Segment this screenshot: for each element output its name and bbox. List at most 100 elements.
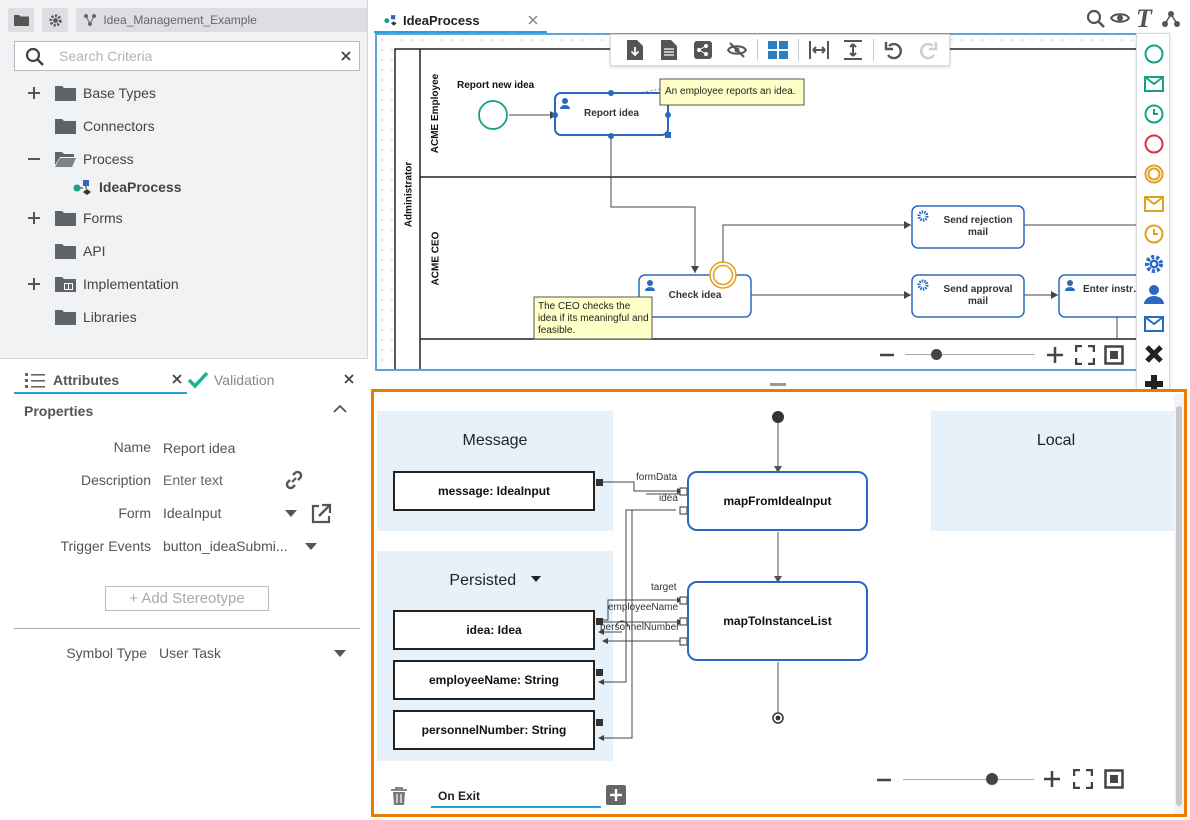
func-map-from-idea-input[interactable]: mapFromIdeaInput (687, 471, 868, 531)
palette-timer-intermediate[interactable] (1141, 221, 1167, 247)
tree-item-base-types[interactable]: Base Types (27, 81, 156, 105)
settings-button[interactable] (42, 8, 68, 32)
actual-size-icon[interactable] (1104, 769, 1124, 789)
palette-user-task[interactable] (1141, 281, 1167, 307)
add-tab-icon[interactable] (606, 785, 626, 805)
close-attributes-icon[interactable] (172, 374, 182, 384)
palette-intermediate-event[interactable] (1141, 161, 1167, 187)
fit-width-button[interactable] (803, 36, 835, 64)
zoom-slider-handle[interactable] (931, 349, 942, 360)
tree-item-api[interactable]: API (27, 239, 106, 263)
tree-item-forms[interactable]: Forms (27, 206, 123, 230)
palette-message-start[interactable] (1141, 71, 1167, 97)
breadcrumb[interactable]: Idea_Management_Example (76, 8, 367, 32)
task-check-idea[interactable]: Check idea (668, 290, 722, 301)
task-send-rejection[interactable]: Send rejection mail (943, 215, 1013, 238)
fit-screen-icon[interactable] (1075, 345, 1095, 365)
task-report-idea[interactable]: Report idea (583, 108, 639, 119)
export-button[interactable] (619, 36, 651, 64)
tree-item-ideaprocess[interactable]: IdeaProcess (73, 175, 182, 199)
share-nodes-icon[interactable] (1162, 10, 1180, 28)
symbol-type-label: Symbol Type (66, 645, 147, 661)
palette-service-task[interactable] (1141, 251, 1167, 277)
expand-icon[interactable] (27, 86, 41, 100)
note-employee[interactable]: An employee reports an idea. (665, 86, 796, 97)
splitter-handle[interactable] (770, 383, 786, 386)
share-button[interactable] (687, 36, 719, 64)
link-icon[interactable] (283, 469, 305, 491)
symbol-type-select[interactable]: User Task (159, 645, 221, 661)
zoom-out-icon[interactable] (876, 772, 892, 788)
redo-button[interactable] (912, 36, 944, 64)
text-format-icon[interactable]: T (1136, 4, 1152, 33)
var-message[interactable]: message: IdeaInput (393, 471, 595, 511)
tab-validation[interactable]: Validation (188, 367, 274, 393)
var-personnel-number[interactable]: personnelNumber: String (393, 710, 595, 750)
vertical-scrollbar[interactable] (1174, 394, 1184, 814)
actual-size-icon[interactable] (1104, 345, 1124, 365)
zoom-in-icon[interactable] (1046, 346, 1064, 364)
expand-icon[interactable] (27, 277, 41, 291)
chevron-down-icon[interactable] (285, 510, 297, 518)
search-input[interactable] (59, 47, 329, 65)
task-send-approval[interactable]: Send approval mail (943, 284, 1013, 307)
label-target: target (651, 582, 677, 593)
palette-timer-start[interactable] (1141, 101, 1167, 127)
fit-height-button[interactable] (837, 36, 869, 64)
document-button[interactable] (653, 36, 685, 64)
zoom-in-icon[interactable] (1043, 770, 1061, 788)
search-icon[interactable] (1086, 9, 1106, 29)
trigger-events-select[interactable]: button_ideaSubmi... (163, 538, 288, 554)
x-icon (1145, 345, 1163, 363)
chevron-down-icon[interactable] (305, 543, 317, 551)
description-field[interactable]: Enter text (163, 472, 223, 488)
collapse-icon[interactable] (27, 152, 41, 166)
divider (14, 628, 360, 629)
palette-end-event[interactable] (1141, 131, 1167, 157)
zoom-slider[interactable] (905, 354, 1035, 355)
scrollbar-thumb[interactable] (1176, 406, 1182, 806)
eye-icon[interactable] (1110, 11, 1130, 25)
folder-button[interactable] (8, 8, 34, 32)
zoom-out-icon[interactable] (879, 347, 895, 363)
clear-search-icon[interactable] (341, 51, 351, 61)
tree-item-connectors[interactable]: Connectors (27, 114, 155, 138)
tree-item-label: Process (83, 151, 134, 167)
fit-screen-icon[interactable] (1073, 769, 1093, 789)
var-idea[interactable]: idea: Idea (393, 610, 595, 650)
tab-on-exit[interactable]: On Exit (438, 789, 481, 803)
user-icon (1144, 285, 1164, 304)
palette-send-task[interactable] (1141, 311, 1167, 337)
close-tab-icon[interactable] (528, 15, 538, 25)
close-validation-icon[interactable] (344, 374, 354, 384)
tree-item-libraries[interactable]: Libraries (27, 305, 137, 329)
palette-message-intermediate[interactable] (1141, 191, 1167, 217)
collapse-section-icon[interactable] (333, 404, 347, 414)
chevron-down-icon[interactable] (334, 650, 346, 658)
active-tab-underline (431, 806, 601, 808)
undo-button[interactable] (878, 36, 910, 64)
note-ceo[interactable]: The CEO checks the idea if its meaningfu… (538, 301, 649, 336)
zoom-slider-handle[interactable] (986, 773, 998, 785)
var-employee-name[interactable]: employeeName: String (393, 660, 595, 700)
open-external-icon[interactable] (310, 503, 332, 525)
tab-ideaprocess[interactable]: IdeaProcess (376, 8, 546, 32)
tree-item-implementation[interactable]: Implementation (27, 272, 179, 296)
palette-exclusive-gateway[interactable] (1141, 341, 1167, 367)
name-value[interactable]: Report idea (163, 440, 236, 456)
form-select[interactable]: IdeaInput (163, 505, 222, 521)
caret-down-icon[interactable] (530, 576, 541, 583)
process-diagram-canvas[interactable]: Administrator ACME Employee ACME CEO Rep… (375, 33, 1168, 371)
tree-item-process[interactable]: Process (27, 147, 134, 171)
task-enter-instructions[interactable]: Enter instr… for reali… (1083, 284, 1166, 295)
layout-button[interactable] (762, 36, 794, 64)
expand-icon[interactable] (27, 211, 41, 225)
trash-icon[interactable] (391, 787, 407, 805)
hide-button[interactable] (721, 36, 753, 64)
palette-start-event[interactable] (1141, 41, 1167, 67)
add-stereotype-button[interactable]: + Add Stereotype (105, 586, 269, 611)
tab-attributes[interactable]: Attributes (25, 367, 119, 393)
zoom-slider[interactable] (903, 779, 1034, 780)
document-icon (661, 40, 677, 60)
func-map-to-instance-list[interactable]: mapToInstanceList (687, 581, 868, 661)
